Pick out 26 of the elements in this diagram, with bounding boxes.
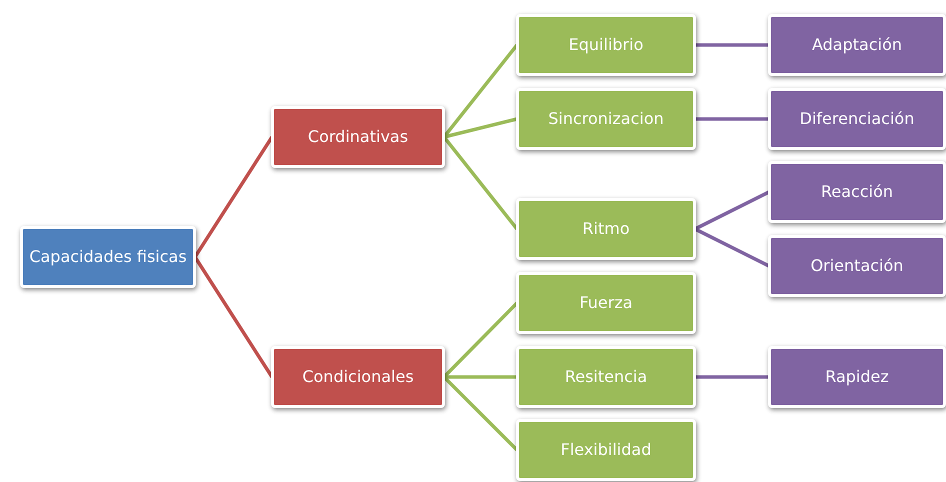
concept-box: Orientación xyxy=(768,235,946,297)
connector-line xyxy=(695,117,769,121)
concept-box: Fuerza xyxy=(516,272,696,334)
concept-box: Resitencia xyxy=(516,346,696,408)
connector-line xyxy=(695,375,769,379)
concept-box: Capacidades fisicas xyxy=(20,226,196,288)
concept-box: Equilibrio xyxy=(516,14,696,76)
connector-line xyxy=(444,375,517,379)
connector-line xyxy=(694,227,770,268)
connector-line xyxy=(442,302,518,378)
connector-line xyxy=(695,43,769,47)
connector-line xyxy=(194,256,274,378)
concept-box: Flexibilidad xyxy=(516,419,696,481)
connector-line xyxy=(194,136,274,258)
concept-box: Sincronizacion xyxy=(516,88,696,150)
concept-box: Rapidez xyxy=(768,346,946,408)
connector-line xyxy=(694,190,770,231)
concept-box: Adaptación xyxy=(768,14,946,76)
concept-box: Ritmo xyxy=(516,198,696,260)
connector-line xyxy=(442,376,518,452)
connector-line xyxy=(444,117,518,139)
concept-box: Diferenciación xyxy=(768,88,946,150)
concept-box: Cordinativas xyxy=(271,106,445,168)
connector-line xyxy=(442,136,518,230)
concept-box: Reacción xyxy=(768,161,946,223)
concept-box: Condicionales xyxy=(271,346,445,408)
